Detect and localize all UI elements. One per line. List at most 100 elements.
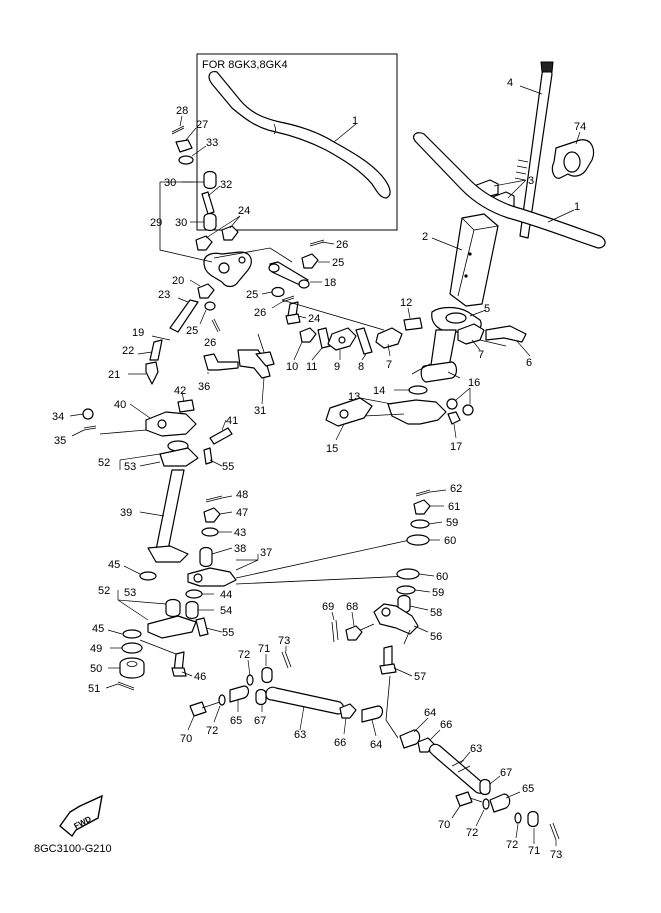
callout-22: 22 — [122, 345, 134, 357]
nut-68 — [345, 625, 363, 641]
bushing-30-upper — [203, 170, 217, 190]
bracket-42 — [177, 399, 195, 413]
callout-72-upper-left: 72 — [238, 649, 250, 661]
callout-39: 39 — [120, 507, 132, 519]
inset-handlebar — [208, 71, 391, 199]
callout-19: 19 — [132, 327, 144, 339]
callout-71-right: 71 — [528, 845, 540, 857]
callout-15: 15 — [326, 443, 338, 455]
callout-17: 17 — [450, 441, 462, 453]
washer-33 — [178, 155, 194, 165]
washer-60-lower — [396, 568, 420, 580]
callout-68: 68 — [346, 601, 358, 613]
callout-49: 49 — [90, 643, 102, 655]
rod-19 — [169, 299, 199, 333]
pivot-arm-group: 62 61 59 60 60 59 58 56 57 68 — [322, 483, 462, 683]
column-top-group: 28 27 33 30 32 29 30 24 — [108, 105, 385, 417]
callout-45-upper: 45 — [108, 559, 120, 571]
callout-30-upper: 30 — [164, 177, 176, 189]
callout-9: 9 — [334, 361, 340, 373]
ball-joint-64-mid — [361, 705, 384, 723]
joint-21 — [145, 361, 159, 385]
washer-60-upper — [406, 534, 430, 546]
callout-14: 14 — [373, 385, 385, 397]
tie-rods-group: 70 72 65 72 71 73 67 63 66 64 — [180, 635, 562, 861]
callout-69: 69 — [322, 601, 334, 613]
callout-10: 10 — [286, 361, 298, 373]
callout-47: 47 — [236, 507, 248, 519]
washer-72-upper-left — [246, 674, 254, 686]
holder-7-left — [375, 327, 403, 349]
callout-67-right: 67 — [500, 767, 512, 779]
bracket-6 — [485, 325, 527, 343]
holder-7-right — [457, 323, 485, 345]
callout-1: 1 — [574, 201, 580, 213]
callout-66-right: 66 — [440, 719, 452, 731]
callout-65-left: 65 — [230, 715, 242, 727]
nut-66-left — [339, 703, 357, 719]
nut-50 — [119, 657, 145, 679]
callout-45-lower: 45 — [92, 623, 104, 635]
boot-67-left — [255, 688, 267, 706]
nut-27 — [175, 139, 193, 153]
callout-72-left: 72 — [206, 725, 218, 737]
bolt-70-right — [455, 791, 473, 807]
bolt-8 — [355, 327, 373, 355]
callout-29: 29 — [150, 217, 162, 229]
callout-24-top: 24 — [238, 205, 250, 217]
nut-17 — [447, 411, 461, 425]
callout-33: 33 — [206, 137, 218, 149]
callout-8: 8 — [358, 361, 364, 373]
callout-25-mid: 25 — [246, 289, 258, 301]
bolt-55-lower — [195, 617, 209, 637]
callout-58: 58 — [430, 607, 442, 619]
callout-12: 12 — [400, 297, 412, 309]
lower-arm-40 — [145, 411, 197, 437]
bushing-53-lower — [165, 598, 181, 618]
nut-71-left — [261, 666, 273, 684]
washer-72-right — [482, 798, 490, 810]
callout-66-left: 66 — [334, 737, 346, 749]
callout-72-right: 72 — [466, 827, 478, 839]
callout-16: 16 — [468, 377, 480, 389]
inset-box: FOR 8GK3,8GK4 1 — [196, 53, 398, 231]
bolt-32 — [201, 191, 215, 215]
washer-45-lower — [122, 629, 142, 639]
pin-35 — [83, 425, 97, 431]
nut-24-b — [195, 235, 213, 251]
washer-45-upper — [139, 571, 157, 581]
lower-bracket-13 — [387, 399, 447, 425]
callout-37: 37 — [260, 547, 272, 559]
washer-72-left — [218, 694, 226, 706]
callout-61: 61 — [448, 501, 460, 513]
callout-inset-1: 1 — [352, 115, 358, 127]
callout-6: 6 — [526, 357, 532, 369]
cotter-26-top — [309, 239, 325, 247]
callout-73-left: 73 — [278, 635, 290, 647]
callout-30-lower: 30 — [175, 217, 187, 229]
ball-joint-65-left — [229, 685, 250, 703]
nut-16-a — [446, 398, 458, 410]
callout-52-upper: 52 — [98, 457, 110, 469]
washer-44 — [185, 589, 203, 599]
callout-40: 40 — [114, 399, 126, 411]
callout-25-top: 25 — [332, 257, 344, 269]
callout-21: 21 — [108, 369, 120, 381]
bolt-41 — [209, 427, 233, 445]
bolt-55-upper — [203, 447, 213, 465]
handle-crown-2 — [449, 213, 499, 307]
callout-35: 35 — [54, 435, 66, 447]
nut-47 — [203, 507, 221, 523]
callout-60-lower: 60 — [436, 571, 448, 583]
callout-51: 51 — [88, 683, 100, 695]
cotter-51 — [117, 681, 135, 691]
handlebar-group: 4 74 3 1 2 5 12 — [325, 61, 606, 455]
bolt-70-left — [189, 701, 207, 717]
callout-55-upper: 55 — [222, 461, 234, 473]
boot-67-right — [479, 778, 491, 796]
bolt-36 — [203, 353, 239, 371]
callout-20: 20 — [172, 275, 184, 287]
callout-64-mid: 64 — [370, 739, 382, 751]
callout-57: 57 — [414, 671, 426, 683]
nut-25-left — [204, 301, 216, 311]
